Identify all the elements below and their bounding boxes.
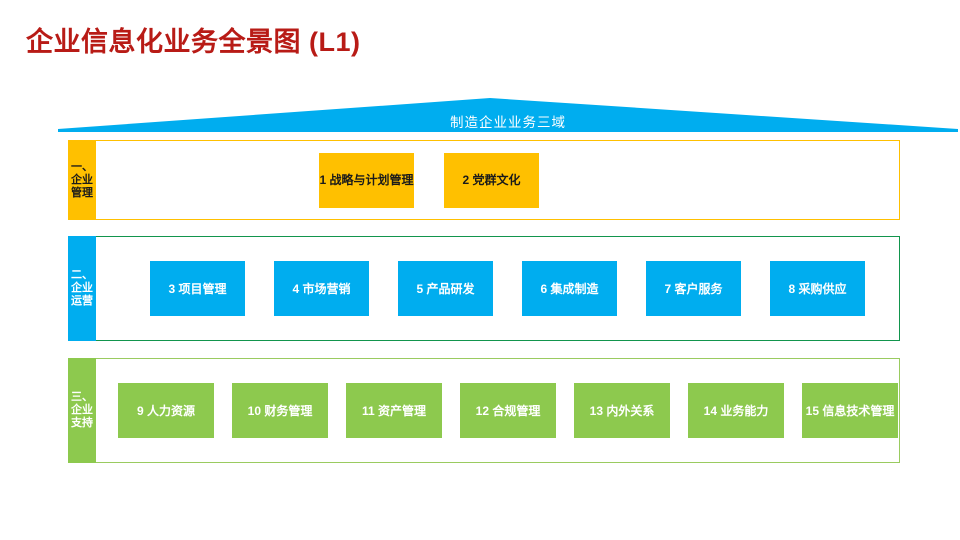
page-title: 企业信息化业务全景图 (L1) [26, 27, 361, 57]
band-tab-support-label: 三、企业支持 [71, 391, 93, 429]
domain-cell-2[interactable]: 2 党群文化 [444, 152, 539, 208]
band-body-management: 1 战略与计划管理 2 党群文化 [96, 140, 900, 220]
domain-cell-13[interactable]: 13 内外关系 [574, 383, 670, 438]
band-tab-management-label: 一、企业管理 [71, 160, 93, 199]
domain-cell-11[interactable]: 11 资产管理 [346, 383, 442, 438]
roof-label: 制造企业业务三域 [450, 115, 566, 130]
domain-cell-8[interactable]: 8 采购供应 [770, 261, 865, 316]
domain-cell-12[interactable]: 12 合规管理 [460, 383, 556, 438]
band-tab-operations-label: 二、企业运营 [71, 269, 93, 307]
band-tab-support[interactable]: 三、企业支持 [68, 358, 96, 463]
band-tab-operations[interactable]: 二、企业运营 [68, 236, 96, 341]
band-body-operations: 3 项目管理 4 市场营销 5 产品研发 6 集成制造 7 客户服务 8 采购供… [96, 236, 900, 341]
band-operations: 二、企业运营 3 项目管理 4 市场营销 5 产品研发 6 集成制造 7 客户服… [68, 236, 900, 341]
band-tab-management[interactable]: 一、企业管理 [68, 140, 96, 220]
band-body-support: 9 人力资源 10 财务管理 11 资产管理 12 合规管理 13 内外关系 1… [96, 358, 900, 463]
domain-cell-6[interactable]: 6 集成制造 [522, 261, 617, 316]
domain-cell-10[interactable]: 10 财务管理 [232, 383, 328, 438]
domain-cell-14[interactable]: 14 业务能力 [688, 383, 784, 438]
roof-banner: 制造企业业务三域 [58, 98, 958, 132]
domain-cell-7[interactable]: 7 客户服务 [646, 261, 741, 316]
domain-cell-15[interactable]: 15 信息技术管理 [802, 383, 898, 438]
domain-cell-9[interactable]: 9 人力资源 [118, 383, 214, 438]
band-management: 一、企业管理 1 战略与计划管理 2 党群文化 [68, 140, 900, 220]
domain-cell-5[interactable]: 5 产品研发 [398, 261, 493, 316]
domain-cell-1[interactable]: 1 战略与计划管理 [319, 152, 414, 208]
band-support: 三、企业支持 9 人力资源 10 财务管理 11 资产管理 12 合规管理 13… [68, 358, 900, 463]
roof-triangle-shape [58, 98, 958, 132]
domain-cell-4[interactable]: 4 市场营销 [274, 261, 369, 316]
domain-cell-3[interactable]: 3 项目管理 [150, 261, 245, 316]
